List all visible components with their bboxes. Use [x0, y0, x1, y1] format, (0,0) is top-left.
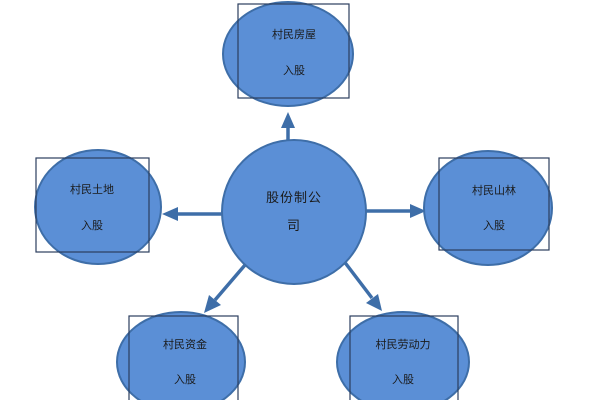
node-forest-line1: 村民山林 [472, 183, 516, 197]
node-labor-line2: 入股 [392, 373, 414, 386]
node-land-line2: 入股 [81, 219, 103, 232]
node-labor: 村民劳动力 入股 [336, 311, 470, 400]
node-funds-line2: 入股 [174, 373, 196, 386]
node-land-line1: 村民土地 [70, 182, 114, 196]
node-house-frame [237, 3, 350, 99]
center-label-line1: 股份制公 [266, 191, 322, 206]
node-house-line2: 入股 [283, 64, 305, 77]
arrow-to-labor [338, 254, 382, 311]
node-house: 村民房屋 入股 [222, 1, 354, 107]
node-land: 村民土地 入股 [34, 149, 162, 265]
center-node: 股份制公 司 [221, 139, 367, 285]
node-funds-frame [128, 315, 239, 400]
node-house-line1: 村民房屋 [272, 27, 316, 41]
node-funds: 村民资金 入股 [116, 311, 246, 400]
arrow-to-funds [204, 263, 247, 313]
arrows [162, 112, 426, 313]
node-labor-line1: 村民劳动力 [376, 337, 431, 351]
node-forest-frame [438, 157, 550, 251]
node-funds-line1: 村民资金 [163, 337, 207, 351]
node-land-frame [35, 157, 150, 253]
node-labor-frame [349, 315, 459, 400]
node-forest: 村民山林 入股 [423, 150, 553, 266]
arrow-to-forest [364, 204, 426, 218]
center-label-line2: 司 [287, 219, 301, 234]
arrow-to-land [162, 207, 225, 221]
node-forest-line2: 入股 [483, 219, 505, 232]
